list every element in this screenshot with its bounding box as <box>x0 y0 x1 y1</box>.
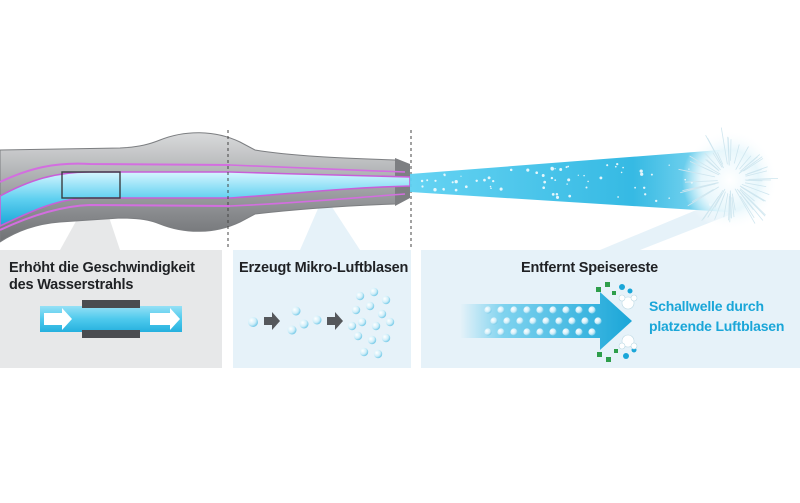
constriction-box <box>61 171 121 199</box>
speed-title-line1: Erhöht die Geschwindigkeit <box>9 260 195 276</box>
sound-wave-label: Schallwelle durch platzende Luftblasen <box>649 296 799 336</box>
speed-title-line2: des Wasserstrahls <box>9 277 134 293</box>
pointer-2 <box>300 204 360 250</box>
sound-wave-label-line1: Schallwelle durch <box>649 298 764 314</box>
sound-wave-label-line2: platzende Luftblasen <box>649 318 785 334</box>
speed-icon <box>40 300 182 338</box>
bubbles-title: Erzeugt Mikro-Luftblasen <box>239 260 409 276</box>
speed-title: Erhöht die Geschwindigkeit des Wasserstr… <box>9 260 219 294</box>
clean-icon <box>460 282 638 362</box>
bubble-icon <box>248 287 395 359</box>
clean-title: Entfernt Speisereste <box>521 260 659 276</box>
